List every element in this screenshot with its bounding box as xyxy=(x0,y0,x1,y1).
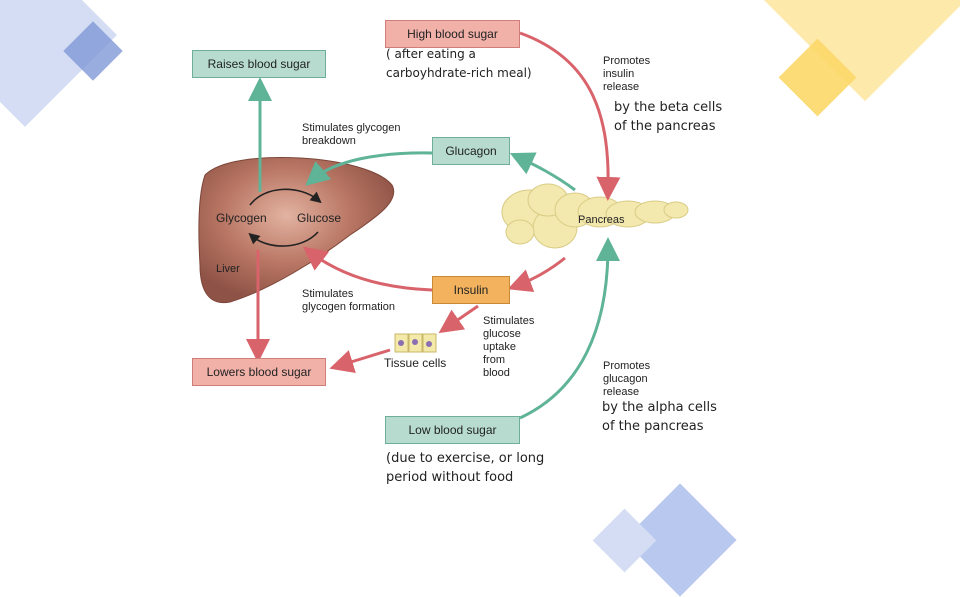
cycle-arrows-icon xyxy=(249,188,322,206)
due-to-exercise-label: (due to exercise, or long period without… xyxy=(386,451,545,485)
stimulates-formation-label: Stimulates glycogen formation xyxy=(302,288,395,313)
high-blood-sugar-box: High blood sugar xyxy=(385,20,520,48)
cycle-arrows-icon-lower xyxy=(248,231,319,247)
pancreas-illustration xyxy=(501,183,689,249)
beta-cells-label: by the beta cells of the pancreas xyxy=(614,100,723,134)
promotes-glucagon-label: Promotes glucagon release xyxy=(603,360,651,398)
low-blood-sugar-box: Low blood sugar xyxy=(385,416,520,444)
lowers-blood-sugar-box: Lowers blood sugar xyxy=(192,358,326,386)
tissue-cells-illustration xyxy=(394,333,437,353)
pancreas-label: Pancreas xyxy=(578,214,625,226)
liver-illustration xyxy=(198,157,395,304)
arrow-insulin-to-liver xyxy=(302,246,433,292)
insulin-box: Insulin xyxy=(432,276,510,304)
stimulates-uptake-label: Stimulates glucose uptake from blood xyxy=(483,315,535,379)
glucagon-box: Glucagon xyxy=(432,137,510,165)
arrow-low-to-pancreas xyxy=(519,237,620,420)
tissue-cells-label: Tissue cells xyxy=(384,356,447,370)
raises-blood-sugar-box: Raises blood sugar xyxy=(192,50,326,78)
diagram-graphics xyxy=(198,31,689,420)
arrow-pancreas-to-glucagon xyxy=(509,152,576,192)
arrow-glucagon-to-liver xyxy=(305,151,433,186)
alpha-cells-label: by the alpha cells of the pancreas xyxy=(602,400,717,434)
liver-label: Liver xyxy=(216,263,240,275)
stimulates-breakdown-label: Stimulates glycogen breakdown xyxy=(302,122,401,147)
arrow-high-to-pancreas xyxy=(519,31,621,201)
glycogen-label: Glycogen xyxy=(216,211,267,225)
arrow-pancreas-to-insulin xyxy=(507,256,566,292)
after-eating-label: ( after eating a carboyhdrate-rich meal) xyxy=(386,47,532,80)
glucose-label: Glucose xyxy=(297,211,342,225)
arrow-tissue-to-lowers xyxy=(329,348,391,374)
promotes-insulin-label: Promotes insulin release xyxy=(603,55,651,93)
arrow-insulin-to-tissue xyxy=(438,304,479,334)
